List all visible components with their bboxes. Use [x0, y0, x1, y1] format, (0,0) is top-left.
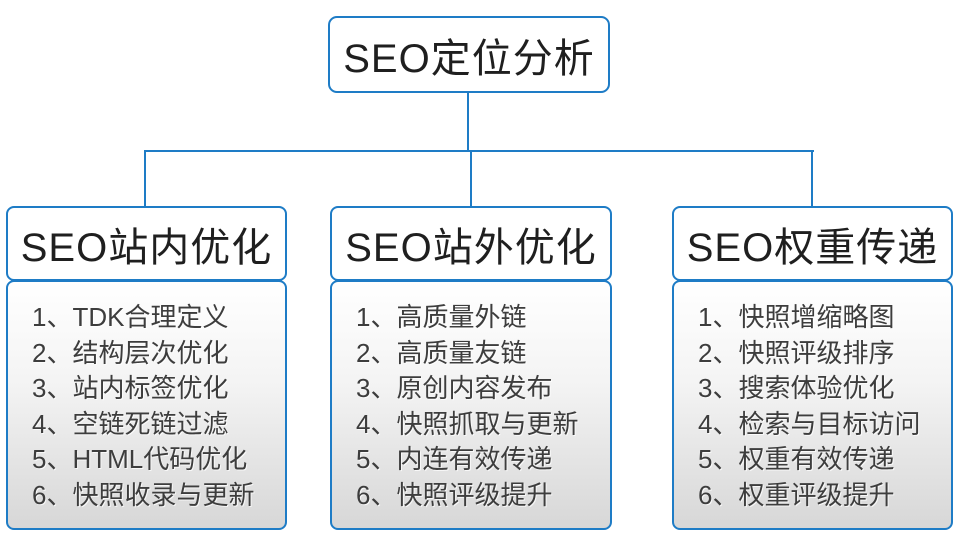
connector-drop-center — [470, 150, 472, 208]
list-item: 3、站内标签优化 — [32, 373, 229, 403]
list-item: 2、结构层次优化 — [32, 337, 229, 368]
list-item: 6、快照收录与更新 — [32, 479, 255, 510]
list-item: 5、权重有效传递 — [698, 444, 895, 474]
list-item: 5、内连有效传递 — [356, 444, 553, 474]
list-item: 4、快照抓取与更新 — [356, 408, 579, 439]
connector-root-stem — [467, 92, 469, 151]
connector-horizontal-bar — [144, 150, 814, 152]
branch-body-onsite: 1、TDK合理定义 2、结构层次优化 3、站内标签优化 4、空链死链过滤 5、H… — [6, 280, 287, 530]
list-item: 4、检索与目标访问 — [698, 408, 921, 439]
list-item: 5、HTML代码优化 — [32, 444, 248, 474]
list-item: 1、高质量外链 — [356, 302, 527, 332]
branch-onsite-optimization: SEO站内优化 1、TDK合理定义 2、结构层次优化 3、站内标签优化 4、空链… — [6, 206, 287, 530]
branch-offsite-optimization: SEO站外优化 1、高质量外链 2、高质量友链 3、原创内容发布 4、快照抓取与… — [330, 206, 612, 530]
list-item: 2、高质量友链 — [356, 337, 527, 368]
list-item: 6、权重评级提升 — [698, 479, 895, 510]
list-item: 2、快照评级排序 — [698, 337, 895, 368]
list-item: 3、搜索体验优化 — [698, 373, 895, 403]
list-item: 1、TDK合理定义 — [32, 302, 229, 332]
branch-header-weight: SEO权重传递 — [672, 206, 953, 281]
list-item: 3、原创内容发布 — [356, 373, 553, 403]
branch-item-list: 1、TDK合理定义 2、结构层次优化 3、站内标签优化 4、空链死链过滤 5、H… — [32, 300, 277, 513]
connector-drop-right — [811, 150, 813, 208]
connector-drop-left — [144, 150, 146, 208]
list-item: 4、空链死链过滤 — [32, 408, 229, 439]
list-item: 1、快照增缩略图 — [698, 302, 895, 332]
root-node-seo-positioning: SEO定位分析 — [328, 16, 610, 93]
branch-header-offsite: SEO站外优化 — [330, 206, 612, 281]
branch-body-offsite: 1、高质量外链 2、高质量友链 3、原创内容发布 4、快照抓取与更新 5、内连有… — [330, 280, 612, 530]
branch-item-list: 1、高质量外链 2、高质量友链 3、原创内容发布 4、快照抓取与更新 5、内连有… — [356, 300, 602, 513]
branch-body-weight: 1、快照增缩略图 2、快照评级排序 3、搜索体验优化 4、检索与目标访问 5、权… — [672, 280, 953, 530]
branch-header-onsite: SEO站内优化 — [6, 206, 287, 281]
list-item: 6、快照评级提升 — [356, 479, 553, 510]
branch-weight-transfer: SEO权重传递 1、快照增缩略图 2、快照评级排序 3、搜索体验优化 4、检索与… — [672, 206, 953, 530]
branch-item-list: 1、快照增缩略图 2、快照评级排序 3、搜索体验优化 4、检索与目标访问 5、权… — [698, 300, 943, 513]
